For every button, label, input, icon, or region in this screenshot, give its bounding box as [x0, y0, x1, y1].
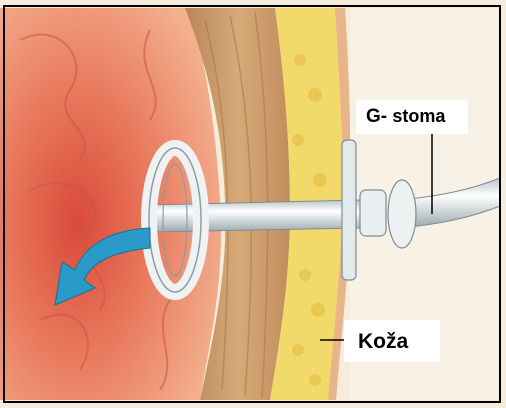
tube-shaft: [150, 200, 360, 232]
label-g-stoma: G- stoma: [356, 100, 468, 134]
label-g-stoma-prefix: G-: [366, 106, 392, 127]
label-skin: Koža: [344, 320, 440, 362]
connector-ring: [388, 180, 416, 248]
label-g-stoma-text: stoma: [392, 106, 445, 126]
skin-disc: [360, 190, 386, 236]
external-bolster: [342, 140, 356, 280]
